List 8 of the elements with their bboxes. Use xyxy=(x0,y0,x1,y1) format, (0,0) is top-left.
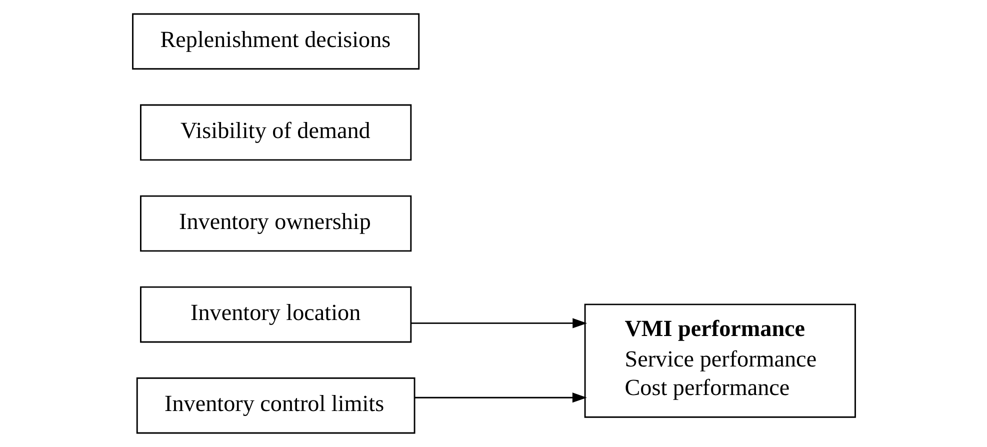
node-box: Replenishment decisions xyxy=(132,13,420,70)
node-box: Inventory ownership xyxy=(140,195,412,252)
node-box: Visibility of demand xyxy=(140,104,412,161)
node-box: Inventory control limits xyxy=(136,377,415,434)
arrow xyxy=(410,318,587,328)
node-box: Inventory location xyxy=(140,286,412,343)
node-box: VMI performance Service performance Cost performance xyxy=(584,304,856,418)
arrow xyxy=(414,392,586,403)
